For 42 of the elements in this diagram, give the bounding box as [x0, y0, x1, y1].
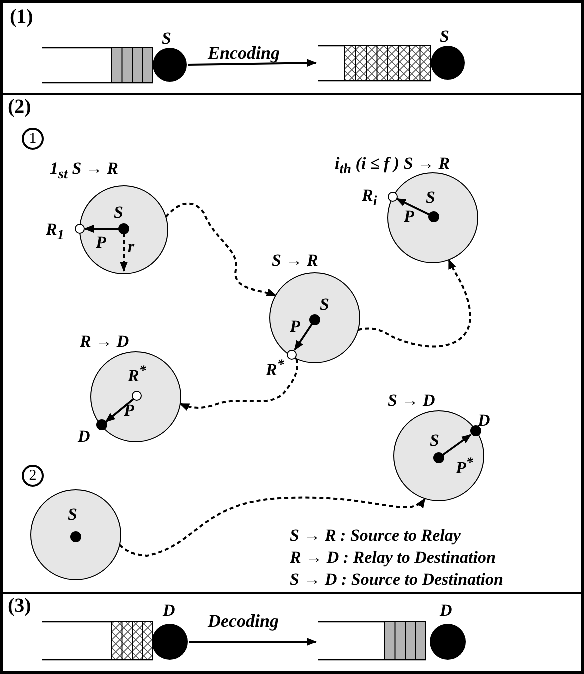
transition-label: S → D: [388, 392, 436, 410]
step-number: 1: [22, 128, 44, 150]
edge-label: Encoding: [208, 44, 280, 62]
arrow: [188, 59, 317, 68]
point-label: D: [78, 428, 90, 446]
legend-text: S → D : Source to Destination: [290, 571, 504, 589]
step-number: 2: [22, 465, 44, 487]
movement-path: [179, 358, 298, 412]
point-label: S: [68, 506, 78, 524]
point-label: P$^{*}$: [456, 454, 474, 478]
movement-path: [165, 202, 277, 297]
section-number: (3): [8, 597, 32, 615]
legend-text: R → D : Relay to Destination: [290, 549, 496, 567]
point-label: S: [114, 204, 124, 222]
arrow: [189, 638, 317, 646]
point-label: S: [320, 296, 330, 314]
server-label: S: [162, 30, 172, 48]
server-label: D: [163, 602, 176, 620]
transition-label: i$_{th}$ (i ≤ f ) S → R: [335, 155, 450, 178]
point-label: D: [478, 412, 490, 430]
movement-path: [119, 496, 426, 557]
point-label: P: [404, 208, 414, 226]
point-label: P: [124, 402, 134, 420]
transition-label: S → R: [272, 252, 318, 270]
server-label: D: [440, 602, 452, 620]
edge-label: Decoding: [208, 612, 279, 630]
server-label: S: [440, 28, 450, 46]
movement-path: [358, 259, 472, 348]
point-label: R$^{*}$: [266, 356, 284, 380]
point-label: R$^{*}$: [128, 362, 146, 386]
point-label: P: [96, 234, 106, 252]
point-label: r: [128, 238, 135, 256]
transition-label: 1$_{st}$ S → R: [50, 160, 118, 184]
legend-text: S → R : Source to Relay: [290, 527, 461, 545]
point-label: P: [290, 318, 300, 336]
point-label: R$_{i}$: [362, 187, 378, 210]
section-number: (2): [8, 98, 32, 116]
transition-label: R → D: [80, 333, 130, 351]
section-number: (1): [10, 8, 34, 26]
point-label: S: [426, 189, 436, 207]
point-label: S: [430, 432, 440, 450]
point-label: R$_{1}$: [46, 221, 64, 244]
